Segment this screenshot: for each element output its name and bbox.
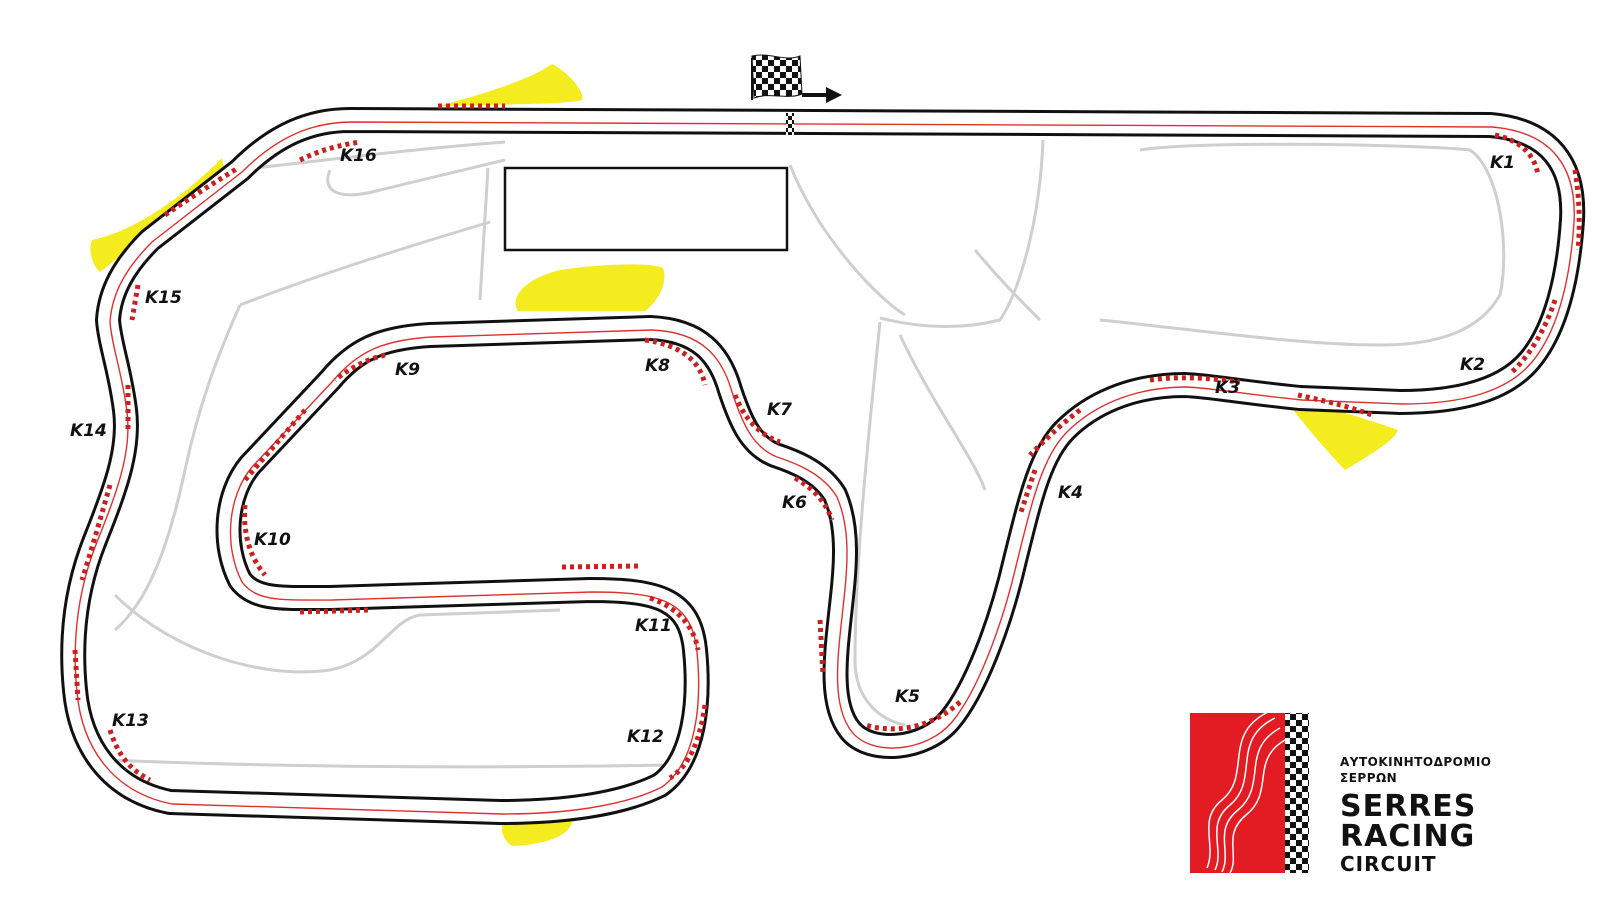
corner-label-k8: K8 bbox=[645, 356, 670, 376]
kerb-segment bbox=[561, 563, 641, 570]
kerbs bbox=[72, 103, 1582, 783]
kerb-segment bbox=[649, 595, 701, 651]
racing-line bbox=[74, 121, 1575, 815]
corner-label-k4: K4 bbox=[1058, 483, 1083, 503]
kerb-segment bbox=[1572, 169, 1582, 251]
kerb-segment bbox=[333, 352, 386, 382]
corner-label-k5: K5 bbox=[895, 687, 920, 707]
start-finish-line bbox=[786, 113, 794, 135]
direction-arrow-icon bbox=[802, 87, 842, 103]
kerb-segment bbox=[732, 394, 781, 445]
kerb-segment bbox=[299, 607, 371, 615]
kerb-segment bbox=[129, 284, 141, 321]
corner-labels: K1 K2 K3 K4 K5 K6 K7 K8 K9 K10 K11 K12 K… bbox=[70, 146, 1515, 747]
pit-building bbox=[503, 166, 789, 252]
kerb-segment bbox=[79, 484, 113, 581]
logo-greek-name: ΑΥΤΟΚΙΝΗΤΟΔΡΟΜΙΟ bbox=[1340, 755, 1492, 769]
checkered-flag-icon bbox=[751, 54, 803, 100]
kerb-segment bbox=[107, 729, 152, 783]
corner-label-k16: K16 bbox=[340, 146, 377, 166]
racing-line-path bbox=[74, 121, 1575, 815]
track-surface bbox=[63, 110, 1583, 822]
corner-label-k1: K1 bbox=[1490, 153, 1515, 173]
kerb-segment bbox=[1028, 408, 1082, 457]
corner-label-k14: K14 bbox=[70, 421, 107, 441]
corner-label-k15: K15 bbox=[145, 288, 182, 308]
kerb-segment bbox=[1510, 299, 1558, 374]
kerb-segment bbox=[242, 504, 267, 577]
corner-label-k10: K10 bbox=[254, 530, 291, 550]
logo-checker-strip bbox=[1285, 713, 1309, 873]
kerb-segment bbox=[864, 700, 962, 732]
circuit-logo: ΑΥΤΟΚΙΝΗΤΟΔΡΟΜΙΟ ΣΕΡΡΩΝ SERRES RACING CI… bbox=[1190, 711, 1492, 876]
corner-label-k13: K13 bbox=[112, 711, 149, 731]
kerb-segment bbox=[1494, 132, 1541, 176]
logo-line-circuit: CIRCUIT bbox=[1340, 852, 1437, 876]
service-roads bbox=[107, 139, 1506, 769]
logo-line-serres: SERRES bbox=[1340, 789, 1476, 824]
logo-red-block bbox=[1190, 713, 1285, 873]
kerb-segment bbox=[298, 139, 361, 163]
kerb-segment bbox=[668, 704, 708, 781]
corner-label-k6: K6 bbox=[782, 493, 807, 513]
corner-label-k2: K2 bbox=[1460, 355, 1485, 375]
track-outline bbox=[60, 107, 1586, 825]
kerb-segment bbox=[163, 165, 240, 218]
logo-greek-city: ΣΕΡΡΩΝ bbox=[1340, 771, 1397, 785]
logo-swoosh-icon bbox=[1206, 711, 1286, 874]
runoff-areas bbox=[90, 64, 1398, 846]
corner-label-k3: K3 bbox=[1215, 378, 1240, 398]
kerb-segment bbox=[72, 649, 81, 701]
kerb-segment bbox=[817, 619, 826, 676]
kerb-segment bbox=[1017, 469, 1038, 516]
corner-label-k9: K9 bbox=[395, 360, 420, 380]
logo-line-racing: RACING bbox=[1340, 819, 1475, 854]
corner-label-k12: K12 bbox=[627, 727, 664, 747]
kerb-segment bbox=[1149, 375, 1241, 385]
kerb-segment bbox=[644, 337, 708, 386]
corner-label-k11: K11 bbox=[635, 616, 672, 636]
corner-label-k7: K7 bbox=[767, 400, 792, 420]
